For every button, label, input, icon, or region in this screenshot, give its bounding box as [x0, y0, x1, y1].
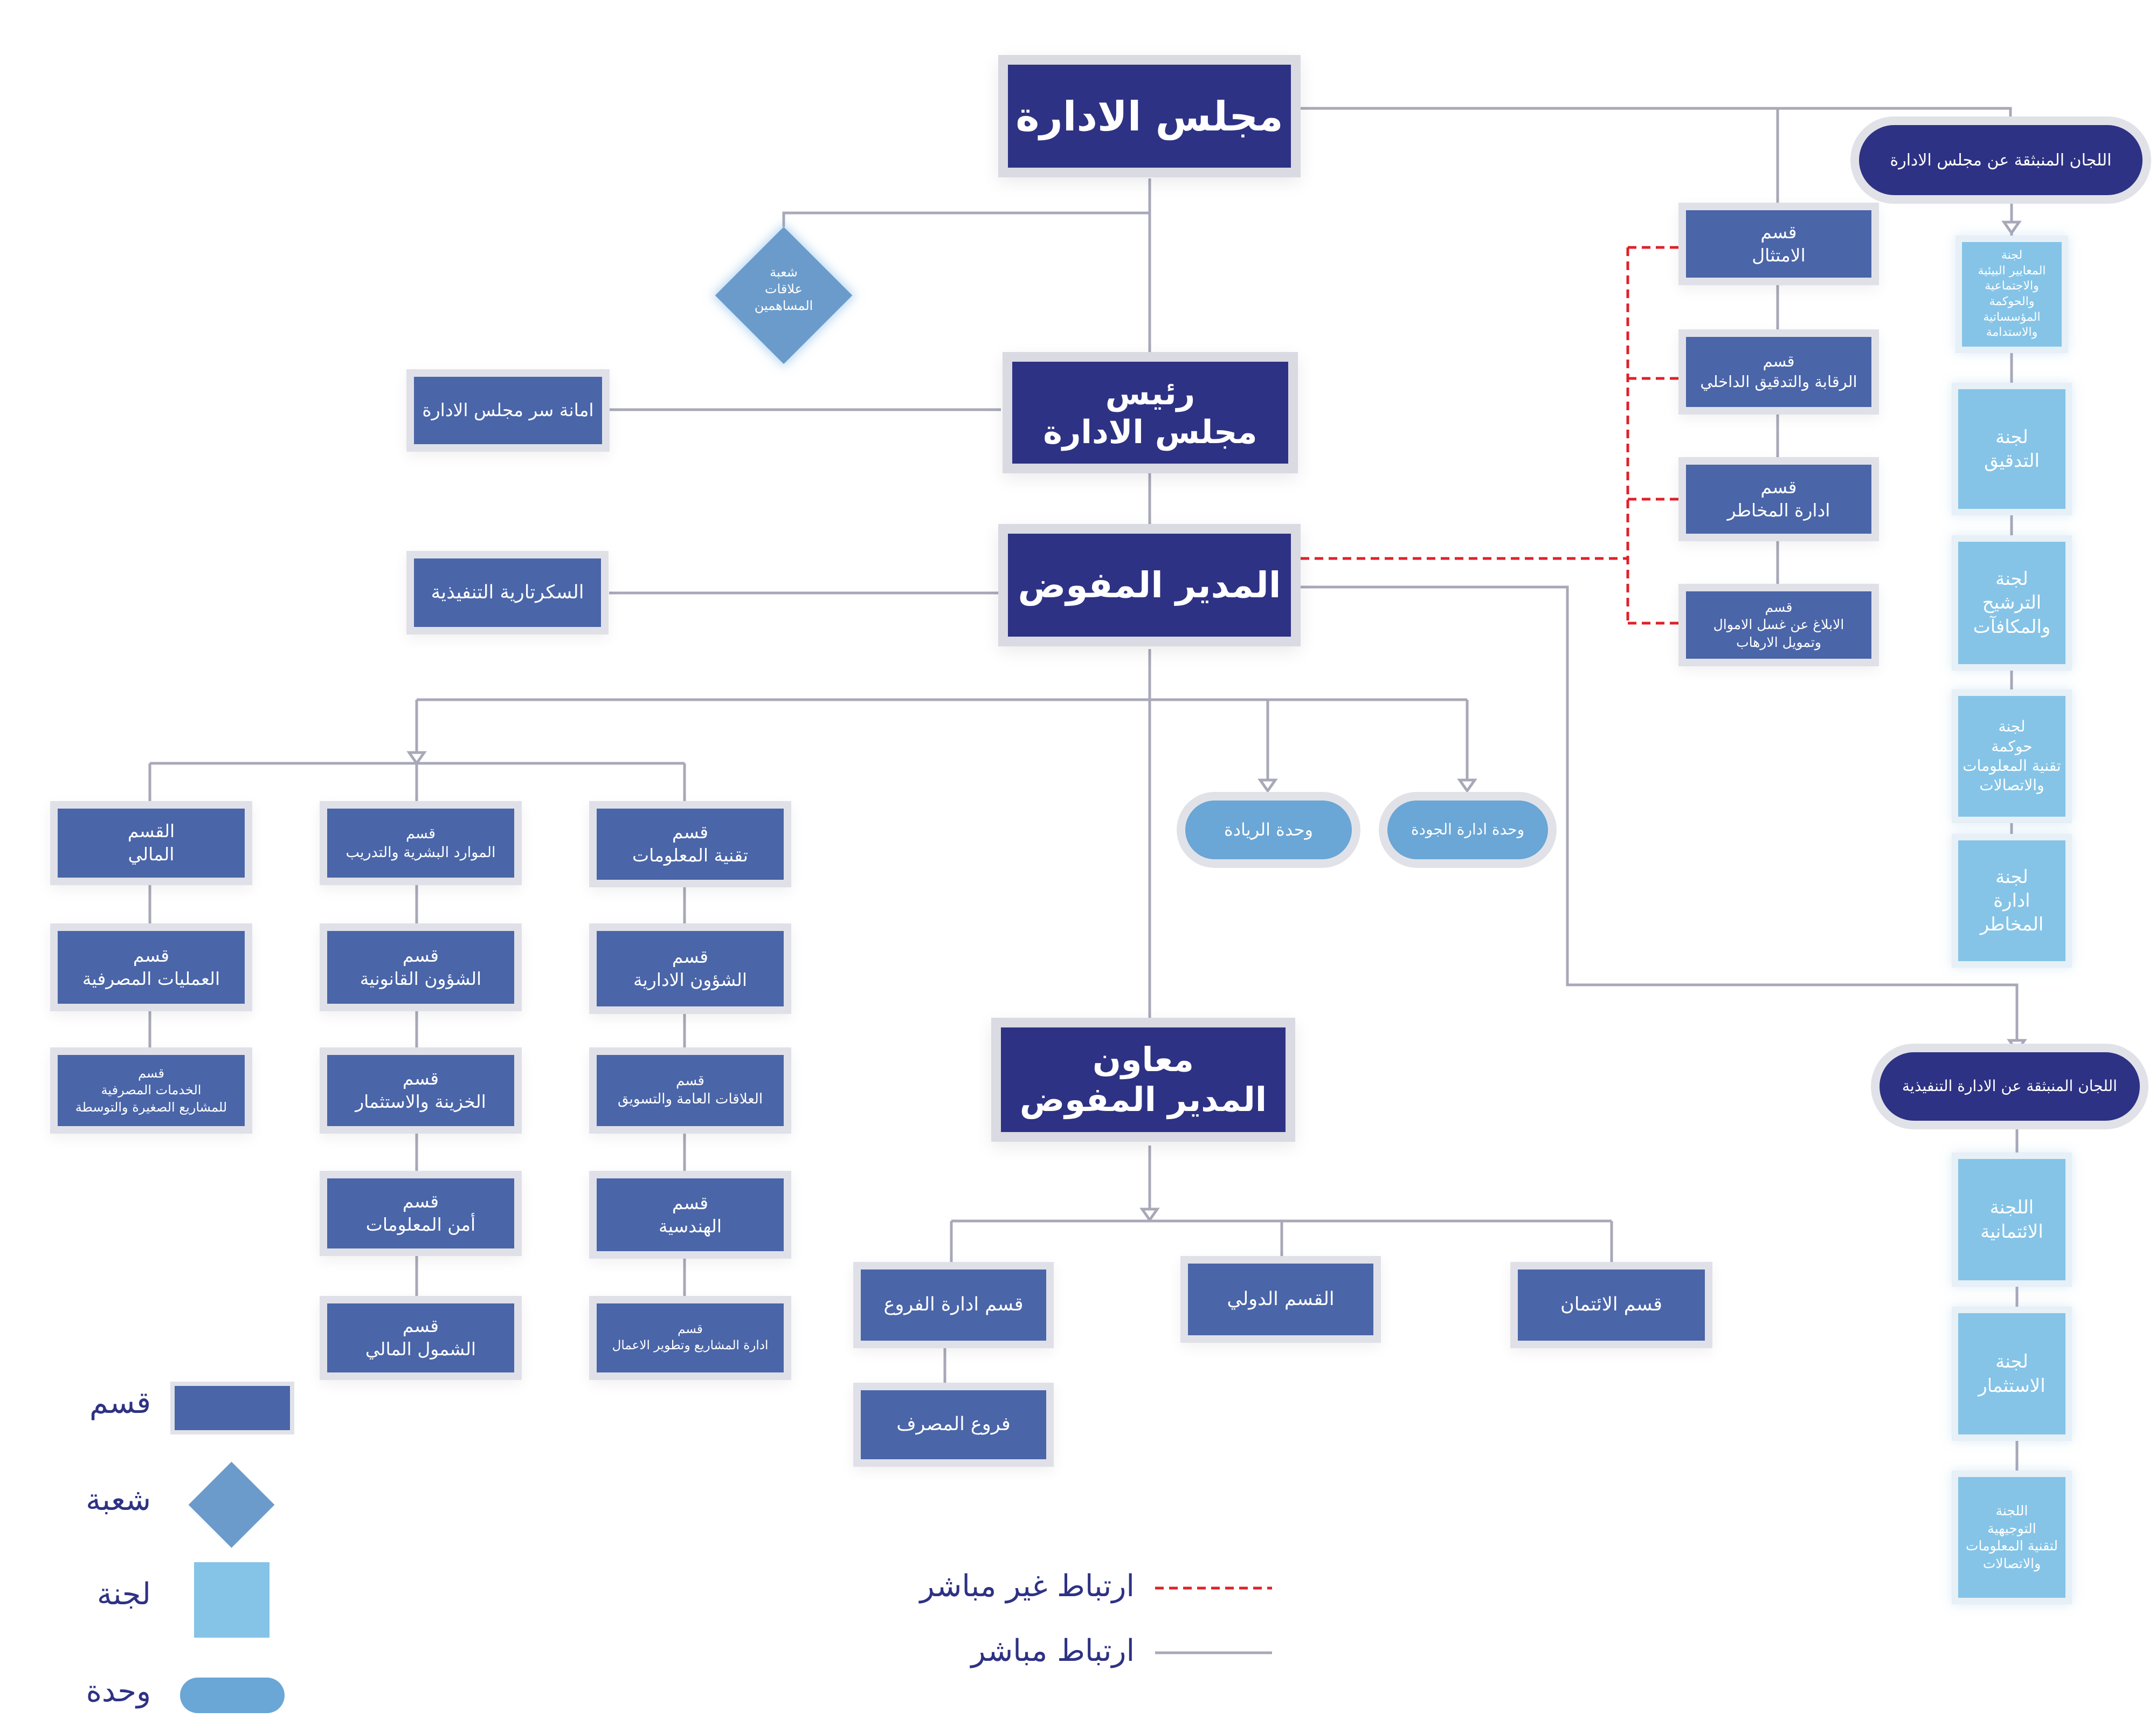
committee-esg: لجنة المعايير البيئية والاجتماعية والحوك…: [1962, 242, 2062, 347]
section-finance: القسم المالي: [58, 809, 245, 878]
chairman: رئيس مجلس الادارة: [1012, 362, 1288, 464]
line-board-shareholders: [782, 211, 1150, 227]
section-banking-operations: قسم العمليات المصرفية: [58, 931, 245, 1004]
section-risk-management: قسم ادارة المخاطر: [1686, 465, 1871, 534]
legend-unit-label: وحدة: [86, 1674, 151, 1709]
committee-nominations: لجنة الترشيح والمكافآت: [1958, 542, 2065, 664]
legend-committee-label: لجنة: [96, 1577, 151, 1612]
legend-section-label: قسم: [89, 1385, 151, 1420]
section-it: قسم تقنية المعلومات: [597, 809, 784, 880]
legend-section-swatch: [175, 1386, 290, 1430]
unit-innovation: وحدة الريادة: [1185, 801, 1352, 859]
legend-branch-label: شعبة: [86, 1482, 151, 1517]
section-info-security: قسم أمن المعلومات: [327, 1178, 514, 1248]
committee-audit: لجنة التدقيق: [1958, 389, 2065, 509]
arrow-icon: [1257, 778, 1278, 794]
board-of-directors: مجلس الادارة: [1008, 65, 1291, 168]
shareholders-branch-label: شعبة علاقات المساهمين: [754, 265, 813, 314]
committee-risk: لجنة ادارة المخاطر: [1958, 840, 2065, 961]
committee-investment: لجنة الاستثمار: [1958, 1313, 2065, 1434]
arrow-icon: [2001, 220, 2022, 236]
arrow-icon: [1457, 778, 1477, 794]
section-internal-audit: قسم الرقابة والتدقيق الداخلي: [1686, 337, 1871, 407]
board-secretariat: امانة سر مجلس الادارة: [414, 377, 602, 444]
legend-unit-swatch: [180, 1678, 285, 1713]
legend-committee-swatch: [194, 1562, 270, 1638]
deputy-managing-director: معاون المدير المفوض: [1001, 1027, 1286, 1132]
section-international: القسم الدولي: [1188, 1264, 1373, 1335]
section-aml: قسم الابلاغ عن غسل الاموال وتمويل الارها…: [1686, 591, 1871, 659]
section-legal: قسم الشؤون القانونية: [327, 931, 514, 1004]
committee-credit: اللجنة الائتمانية: [1958, 1159, 2065, 1280]
board-committees-header: اللجان المنبثقة عن مجلس الادارة: [1859, 125, 2143, 195]
line-board-committees: [1301, 107, 2012, 125]
section-compliance: قسم الامتثال: [1686, 210, 1871, 278]
committee-it-steering: اللجنة التوجيهية لتقنية المعلومات والاتص…: [1958, 1477, 2065, 1598]
section-credit: قسم الائتمان: [1518, 1269, 1705, 1341]
section-project-management: قسم ادارة المشاريع وتطوير الاعمال: [597, 1303, 784, 1372]
section-engineering: قسم الهندسية: [597, 1178, 784, 1251]
executive-secretariat: السكرتارية التنفيذية: [414, 558, 601, 627]
section-sme-banking: قسم الخدمات المصرفية للمشاريع الصغيرة وا…: [58, 1055, 245, 1126]
line-md-exec-committees: [1301, 585, 2019, 1048]
committee-it-governance: لجنة حوكمة تقنية المعلومات والاتصالات: [1958, 696, 2065, 817]
section-pr-marketing: قسم العلاقات العامة والتسويق: [597, 1055, 784, 1126]
managing-director: المدير المفوض: [1008, 534, 1291, 637]
section-branches-management: قسم ادارة الفروع: [861, 1269, 1046, 1341]
section-admin-affairs: قسم الشؤون الادارية: [597, 931, 784, 1006]
arrow-icon: [1139, 1208, 1160, 1223]
legend-direct-label: ارتباط مباشر: [971, 1633, 1135, 1668]
arrow-icon: [2007, 1039, 2027, 1054]
unit-quality: وحدة ادارة الجودة: [1387, 801, 1548, 859]
legend-indirect-label: ارتباط غير مباشر: [920, 1569, 1135, 1604]
arrow-icon: [406, 751, 427, 766]
section-treasury: قسم الخزينة والاستثمار: [327, 1055, 514, 1126]
section-hr-training: قسم الموارد البشرية والتدريب: [327, 809, 514, 878]
exec-committees-header: اللجان المنبثقة عن الادارة التنفيذية: [1879, 1052, 2140, 1121]
bank-branches: فروع المصرف: [861, 1390, 1046, 1459]
section-financial-inclusion: قسم الشمول المالي: [327, 1303, 514, 1372]
